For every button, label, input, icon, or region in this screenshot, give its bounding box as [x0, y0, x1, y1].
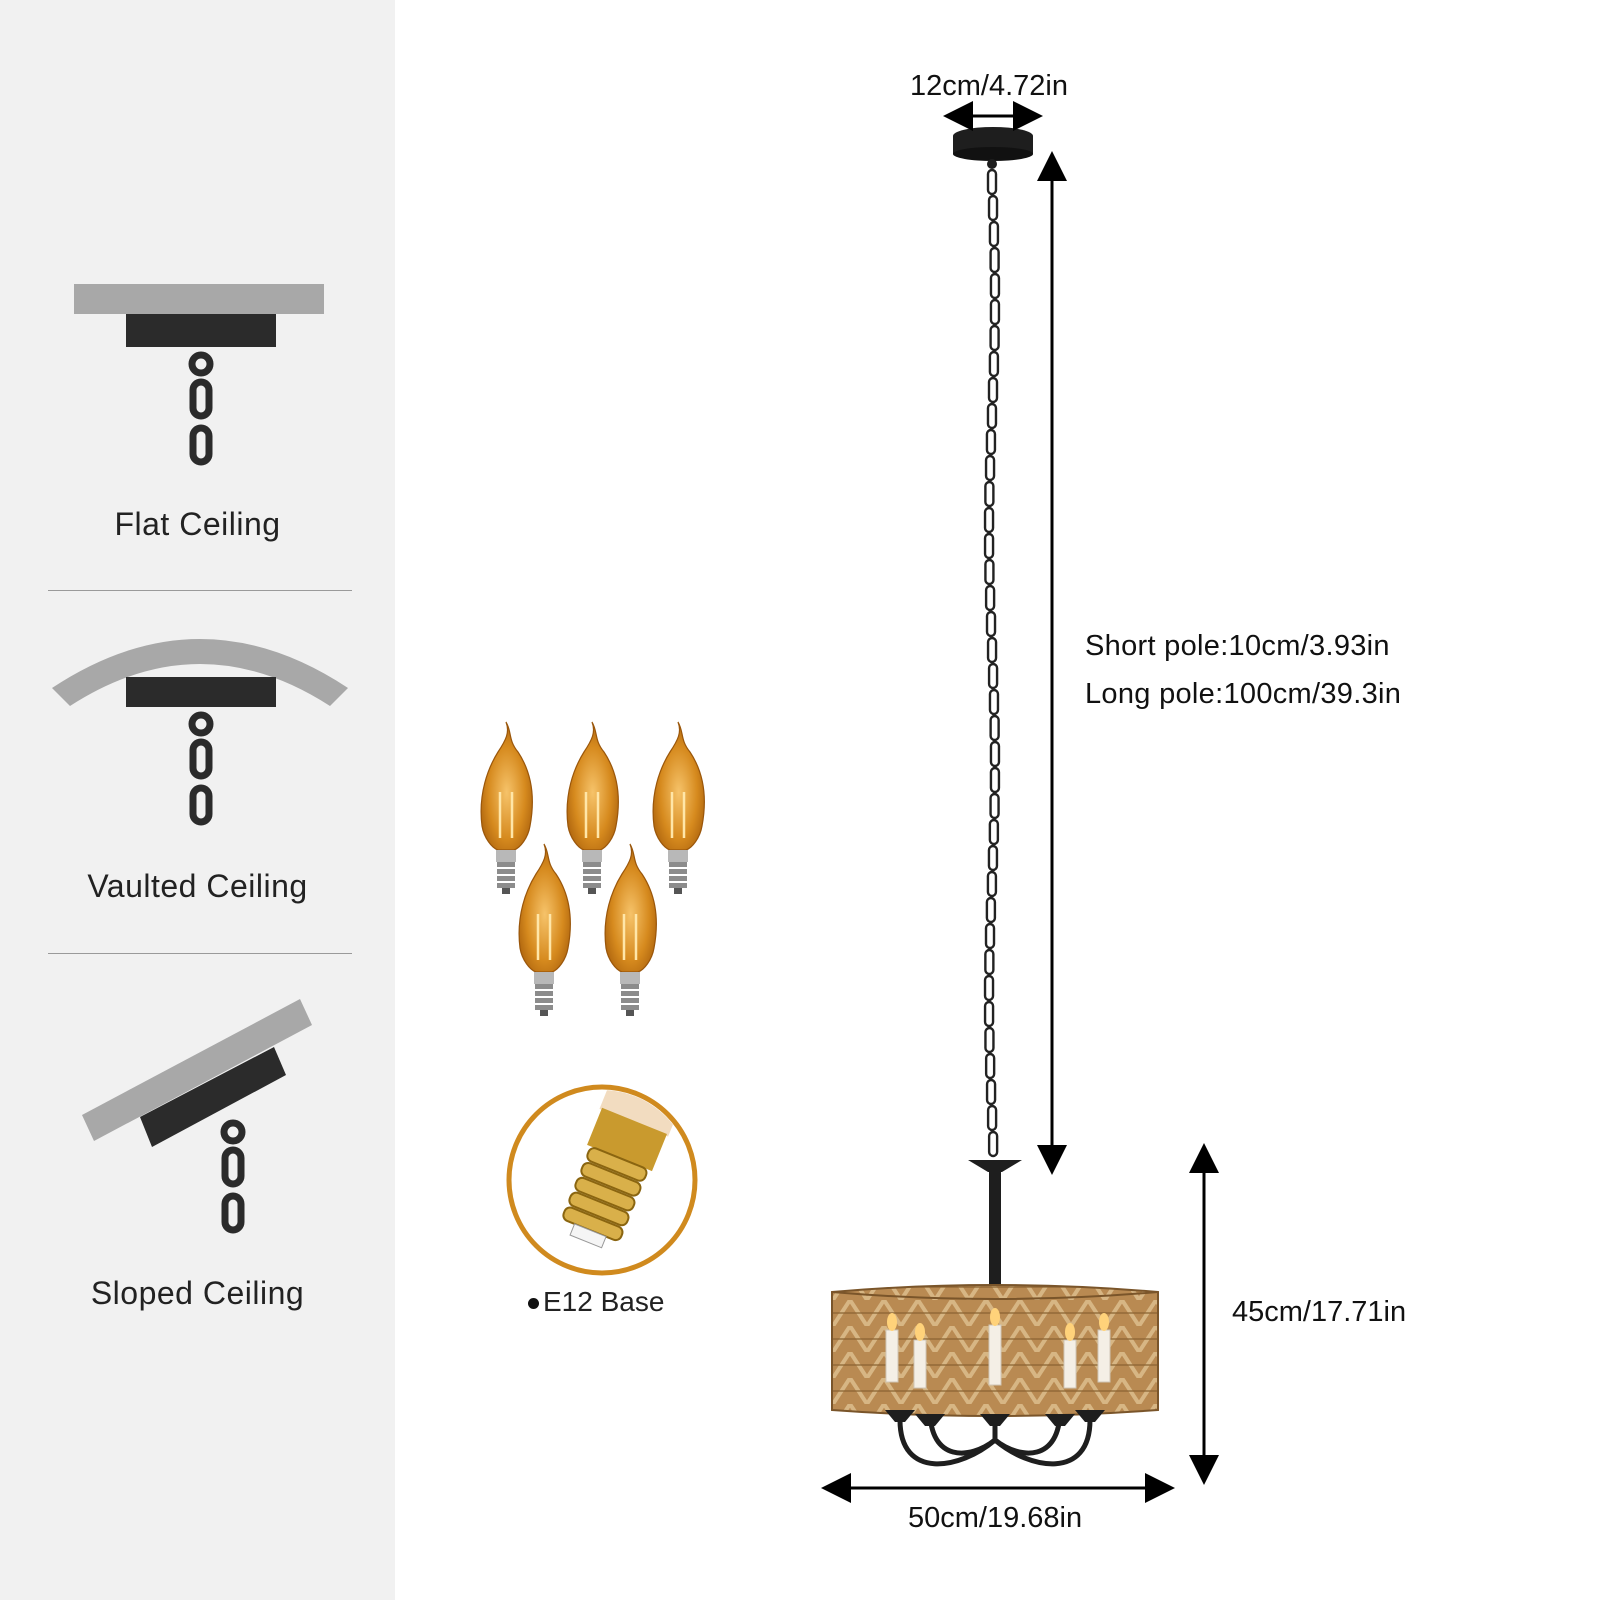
sloped-ceiling-icon [82, 999, 312, 1234]
chain-link [984, 1052, 996, 1080]
chain-link [984, 922, 996, 950]
chain-link [986, 636, 998, 664]
e12-base-text: E12 Base [543, 1286, 665, 1317]
divider [48, 953, 352, 954]
vaulted-ceiling-label: Vaulted Ceiling [87, 868, 308, 904]
chain-link [984, 584, 996, 612]
chain-link [989, 792, 1000, 820]
chain-link [987, 376, 999, 404]
chain-link [984, 454, 996, 482]
width-label: 50cm/19.68in [908, 1502, 1083, 1534]
chain-link [989, 272, 1001, 300]
chain-link [986, 402, 998, 430]
chain-link [984, 1026, 995, 1054]
e12-base-label: E12 Base [528, 1286, 664, 1318]
chain-link [988, 688, 1000, 716]
chain-link [989, 298, 1001, 326]
short-pole-label: Short pole:10cm/3.93in [1085, 630, 1390, 662]
chain-link [987, 1130, 999, 1158]
chain-link [989, 324, 1000, 352]
chain-link [989, 246, 1000, 274]
chain-link [983, 974, 995, 1002]
chain-link [983, 506, 995, 534]
chain-link [985, 896, 997, 924]
chain-link [983, 1000, 995, 1028]
chain-link [984, 480, 995, 508]
chain-link [987, 844, 999, 872]
sloped-ceiling-label: Sloped Ceiling [90, 1275, 305, 1311]
height-label: 45cm/17.71in [1232, 1296, 1407, 1328]
chain-link [986, 870, 998, 898]
divider [48, 590, 352, 591]
chain-link [986, 168, 998, 196]
chain-link [988, 818, 1000, 846]
flat-ceiling-label: Flat Ceiling [114, 506, 281, 542]
chain-link [989, 740, 1001, 768]
chain-link [986, 1104, 998, 1132]
chain-link [984, 558, 995, 586]
bullet-icon [528, 1298, 539, 1310]
chain-link [985, 610, 997, 638]
chain-link [988, 220, 1000, 248]
long-pole-label: Long pole:100cm/39.3in [1085, 678, 1402, 710]
chain-link [989, 714, 1000, 742]
chain-link [985, 428, 997, 456]
flat-ceiling-icon [74, 284, 324, 466]
chain-link [987, 662, 999, 690]
chain-link [988, 350, 1000, 378]
chain-link [983, 532, 995, 560]
mounting-options-panel [0, 0, 395, 1600]
chain-link [987, 194, 999, 222]
vaulted-ceiling-icon [52, 639, 348, 826]
chain-link [984, 948, 995, 976]
chain-link [985, 1078, 997, 1106]
canopy-width-label: 12cm/4.72in [910, 70, 1068, 102]
e12-base-closeup [506, 1071, 698, 1276]
chain-link [989, 766, 1001, 794]
